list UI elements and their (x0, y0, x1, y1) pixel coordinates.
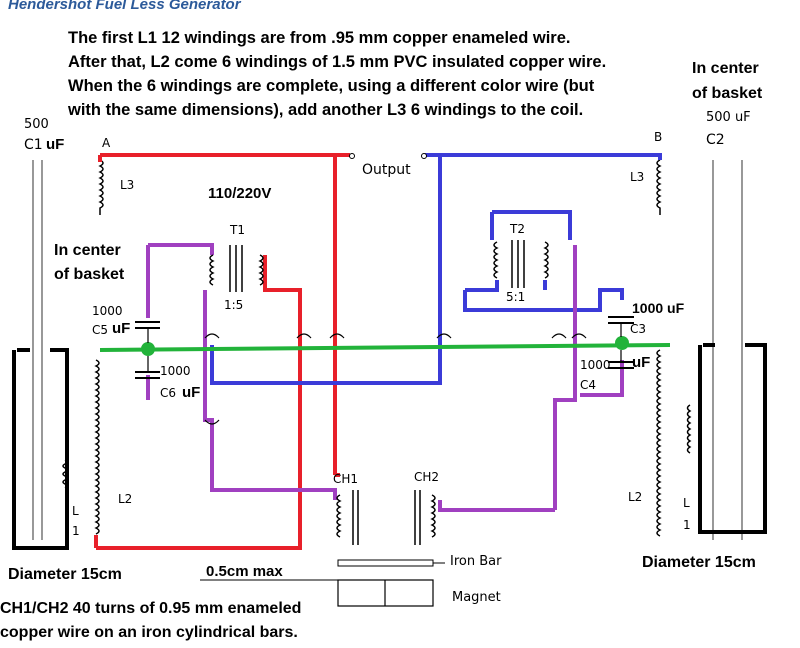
c3-value: 1000 uF (632, 300, 685, 316)
c5-name: C5 (92, 323, 109, 337)
c6-value: 1000 (160, 364, 191, 378)
magnet-label: Magnet (452, 590, 501, 605)
left-l1-coil (62, 459, 68, 489)
t2-ratio: 5:1 (506, 290, 526, 304)
right-l2-coil (656, 349, 662, 537)
description: The first L1 12 windings are from .95 mm… (68, 26, 606, 122)
blue-wires (210, 153, 662, 385)
right-center-note-2: of basket (692, 85, 763, 102)
description-line: with the same dimensions), add another L… (68, 101, 584, 119)
choke-note-1: CH1/CH2 40 turns of 0.95 mm enameled (0, 600, 302, 617)
node-a: A (102, 136, 111, 150)
c3-name: C3 (630, 322, 647, 336)
c1-unit: uF (46, 136, 65, 153)
transformer-t2 (493, 240, 549, 288)
purple-wires (146, 243, 624, 512)
green-bus (99, 343, 671, 352)
c6-name: C6 (160, 386, 177, 400)
description-line: When the 6 windings are complete, using … (68, 77, 595, 95)
iron-bar (337, 559, 445, 567)
c2-value: 500 uF (706, 110, 751, 125)
capacitor-c2 (712, 160, 743, 540)
c5-unit: uF (112, 320, 131, 337)
t1-ratio: 1:5 (224, 298, 244, 312)
c1-name: C1 (24, 137, 43, 153)
right-l1-1: 1 (683, 518, 691, 532)
choke-note-2: copper wire on an iron cylindrical bars. (0, 624, 298, 641)
right-l1-l: L (683, 496, 690, 510)
output-label: Output (362, 162, 411, 178)
choke-ch2 (414, 490, 436, 545)
left-l3-label: L3 (120, 178, 135, 192)
left-l2-label: L2 (118, 492, 133, 506)
c4-value: 1000 (580, 358, 611, 372)
description-line: The first L1 12 windings are from .95 mm… (68, 29, 571, 47)
left-l3-coil (98, 159, 104, 215)
ch2-label: CH2 (414, 470, 440, 484)
description-line: After that, L2 come 6 windings of 1.5 mm… (68, 53, 607, 71)
right-l1-coil (686, 404, 692, 454)
right-basket (698, 343, 767, 534)
c6-unit: uF (182, 384, 201, 401)
right-l2-label: L2 (628, 490, 643, 504)
left-center-note-2: of basket (54, 266, 125, 283)
ch1-label: CH1 (333, 472, 359, 486)
left-basket (12, 348, 69, 550)
c2-name: C2 (706, 132, 725, 148)
left-center-note-1: In center (54, 242, 121, 259)
magnet (337, 579, 434, 607)
choke-ch1 (336, 490, 359, 545)
right-l3-coil (656, 159, 662, 215)
right-center-note-1: In center (692, 60, 759, 77)
mains-voltage: 110/220V (208, 185, 272, 202)
left-l1-1: 1 (72, 524, 80, 538)
c1-value: 500 (24, 117, 49, 132)
page-title: Hendershot Fuel Less Generator (8, 0, 241, 13)
right-diameter: Diameter 15cm (642, 554, 756, 571)
c4-name: C4 (580, 378, 597, 392)
capacitor-c1 (32, 160, 43, 540)
gap-label: 0.5cm max (206, 563, 283, 580)
transformer-t1 (209, 245, 264, 292)
t1-name: T1 (230, 223, 245, 237)
iron-bar-label: Iron Bar (450, 554, 502, 569)
left-l2-coil (94, 359, 100, 535)
left-l1-l: L (72, 504, 79, 518)
right-l3-label: L3 (630, 170, 645, 184)
c4-unit: uF (632, 354, 651, 371)
c5-value: 1000 (92, 304, 123, 318)
t2-name: T2 (510, 222, 525, 236)
node-b: B (654, 130, 663, 144)
left-diameter: Diameter 15cm (8, 566, 122, 583)
red-wires (94, 153, 350, 550)
